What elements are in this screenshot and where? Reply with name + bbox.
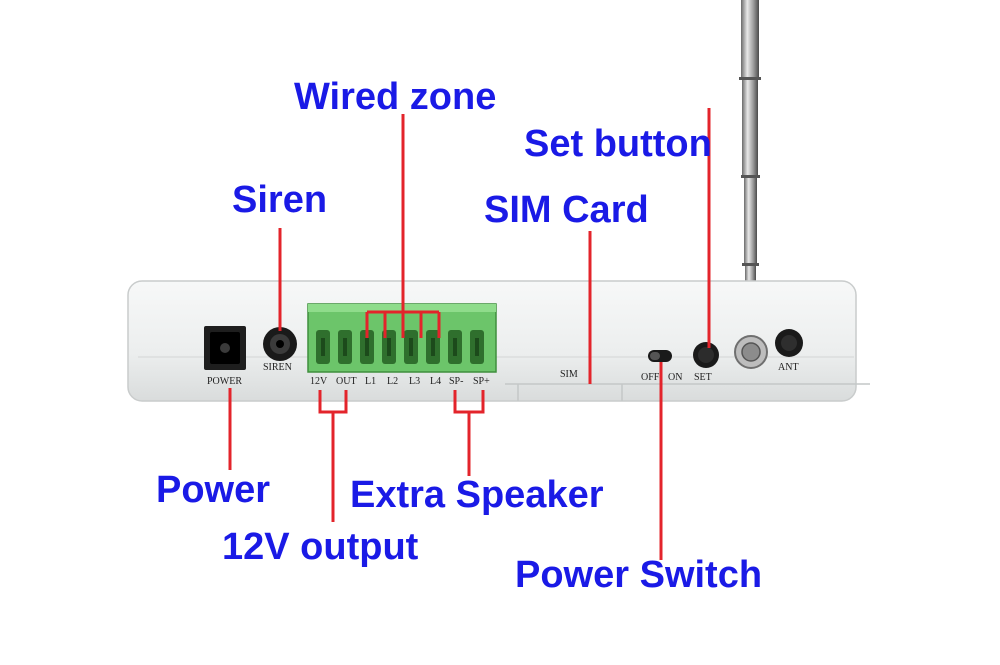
power-jack <box>204 326 246 370</box>
output-12v-leader <box>318 390 348 522</box>
antenna-connector <box>734 335 768 369</box>
siren-jack <box>263 327 297 361</box>
power-switch-callout: Power Switch <box>515 554 763 596</box>
terminal-label-l2: L2 <box>387 376 398 387</box>
output-12v-callout: 12V output <box>222 526 419 568</box>
terminal-label-12v: 12V <box>310 376 328 387</box>
switch-label-on: ON <box>668 372 682 383</box>
power-port-label: POWER <box>207 376 242 387</box>
power-callout: Power <box>156 469 271 511</box>
sim-card-callout: SIM Card <box>484 189 649 231</box>
ant-port <box>775 329 803 357</box>
power-switch <box>648 350 672 362</box>
switch-label-off: OFF <box>641 372 660 383</box>
terminal-label-l3: L3 <box>409 376 420 387</box>
siren-callout: Siren <box>232 179 328 221</box>
extra-speaker-leader <box>453 390 485 476</box>
ant-port-label: ANT <box>778 362 799 373</box>
terminal-label-l4: L4 <box>430 376 441 387</box>
set-button-callout: Set button <box>524 123 712 165</box>
terminal-label-sp-minus: SP- <box>449 376 463 387</box>
siren-port-label: SIREN <box>263 362 292 373</box>
set-button <box>693 342 719 368</box>
terminal-label-out: OUT <box>336 376 357 387</box>
terminal-block <box>307 303 497 373</box>
set-button-label: SET <box>694 372 712 383</box>
wired-zone-leader <box>365 114 441 338</box>
terminal-label-sp-plus: SP+ <box>473 376 490 387</box>
leader-lines <box>228 108 711 560</box>
sim-slot-label: SIM <box>560 369 578 380</box>
wired-zone-callout: Wired zone <box>294 76 497 118</box>
terminal-label-l1: L1 <box>365 376 376 387</box>
extra-speaker-callout: Extra Speaker <box>350 474 604 516</box>
